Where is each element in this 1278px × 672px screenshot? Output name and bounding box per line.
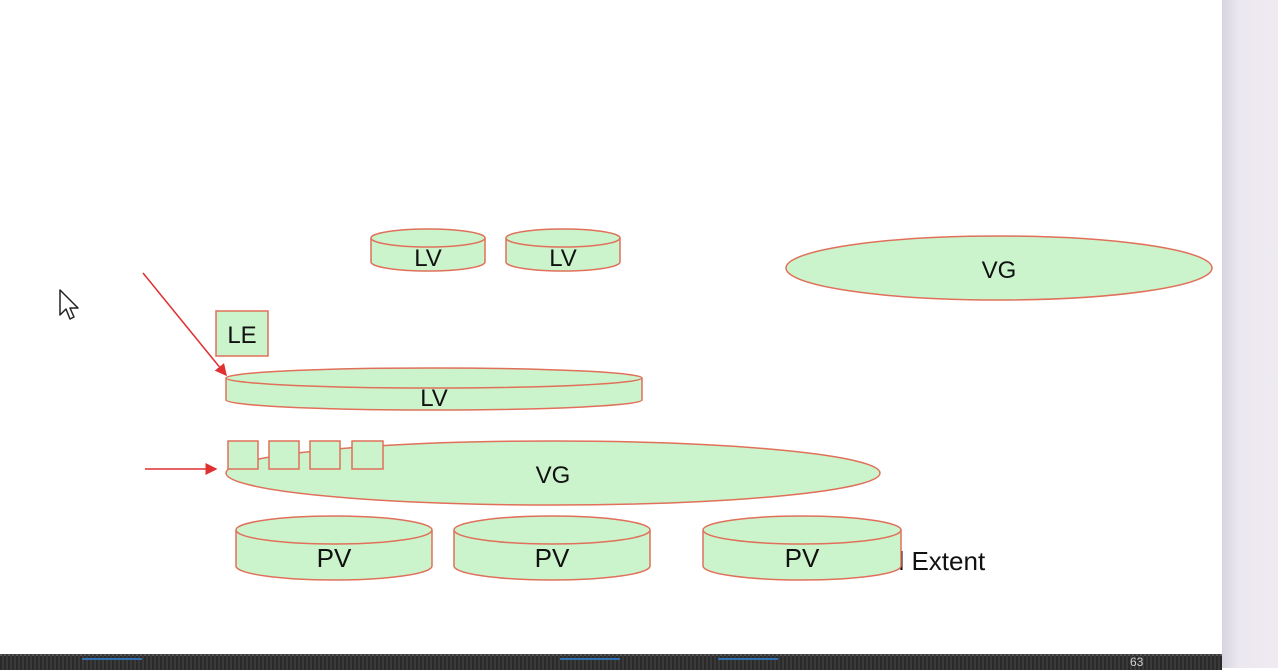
pv-2-label: PV xyxy=(535,543,570,573)
vg-main-label: VG xyxy=(536,462,571,489)
wide-lv-cylinder: LV xyxy=(225,367,643,412)
diagonal-arrow xyxy=(142,272,227,377)
le-box-label: LE xyxy=(227,322,256,349)
taskbar-button[interactable] xyxy=(718,658,778,672)
taskbar-button[interactable] xyxy=(82,658,142,672)
vg-main-ellipse: VG xyxy=(225,440,881,506)
pv-cylinder-1: PV xyxy=(235,515,433,581)
extent-box xyxy=(309,440,341,470)
pv-3-label: PV xyxy=(785,543,820,573)
extent-box xyxy=(351,440,384,470)
top-lv-left-cylinder: LV xyxy=(370,228,486,272)
lvm-diagram: LV LV VG LE LV VG al Extent xyxy=(142,228,1213,581)
slide-canvas: LV LV VG LE LV VG al Extent xyxy=(58,228,1213,581)
extent-boxes xyxy=(227,440,384,470)
wide-lv-label: LV xyxy=(420,385,448,412)
taskbar-button[interactable] xyxy=(560,658,620,672)
extent-box xyxy=(268,440,300,470)
vg-right-label: VG xyxy=(982,257,1017,284)
le-box: LE xyxy=(215,310,269,357)
taskbar xyxy=(0,654,1222,670)
pv-cylinder-2: PV xyxy=(453,515,651,581)
extent-box xyxy=(227,440,259,470)
pv-1-label: PV xyxy=(317,543,352,573)
top-lv-left-label: LV xyxy=(414,245,442,272)
side-panel xyxy=(1222,0,1278,668)
vg-right-ellipse: VG xyxy=(785,235,1213,301)
pv-cylinder-3: PV xyxy=(702,515,902,581)
top-lv-right-label: LV xyxy=(549,245,577,272)
slide-number: 63 xyxy=(1130,655,1144,669)
top-lv-right-cylinder: LV xyxy=(505,228,621,272)
mouse-pointer-icon xyxy=(58,289,84,328)
